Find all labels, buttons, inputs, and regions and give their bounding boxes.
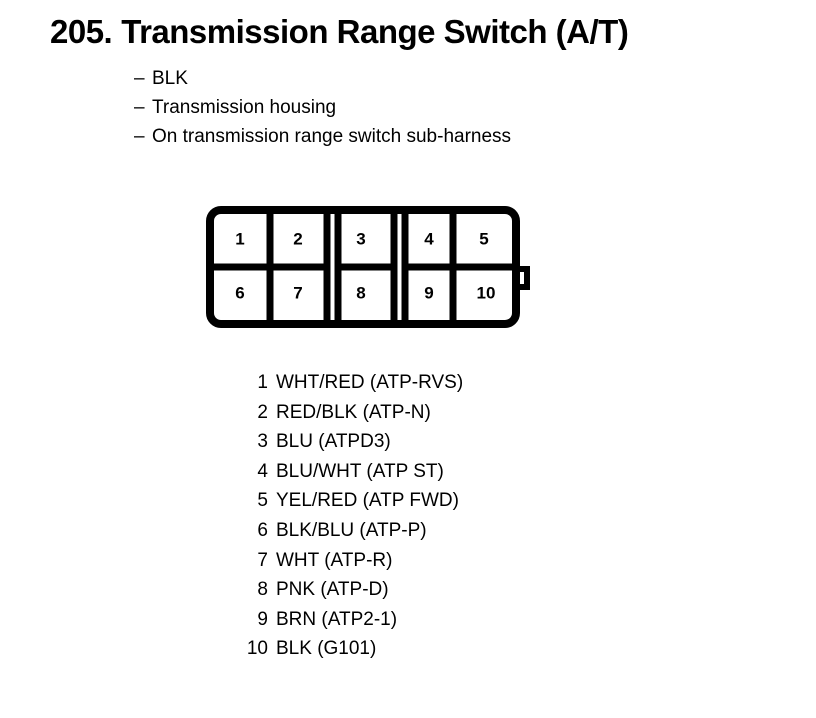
- note-item-label: Transmission housing: [152, 97, 337, 118]
- pin-legend-row: 1 WHT/RED (ATP-RVS): [196, 368, 463, 398]
- note-item: – BLK: [134, 64, 511, 93]
- connector-cell-9: 9: [424, 283, 433, 302]
- connector-cell-3: 3: [356, 229, 365, 248]
- dash-bullet-icon: –: [134, 126, 145, 147]
- pin-number: 10: [246, 638, 268, 660]
- connector-face-view-svg: 1 2 3 4 5 6 7 8 9 10: [206, 206, 530, 328]
- connector-cell-10: 10: [477, 283, 496, 302]
- pin-number: 7: [257, 549, 268, 571]
- connector-cell-1: 1: [235, 229, 244, 248]
- pin-legend-row: 3 BLU (ATPD3): [196, 427, 463, 457]
- connector-diagram: 1 2 3 4 5 6 7 8 9 10: [205, 205, 535, 330]
- dash-bullet-icon: –: [134, 97, 145, 118]
- pin-wire-label: BLK/BLU (ATP-P): [276, 519, 427, 541]
- pin-wire-label: RED/BLK (ATP-N): [276, 401, 431, 423]
- connector-cell-4: 4: [424, 229, 434, 248]
- pin-number: 9: [257, 608, 268, 630]
- page-title: 205.Transmission Range Switch (A/T): [50, 12, 629, 52]
- pin-legend-row: 6 BLK/BLU (ATP-P): [196, 516, 463, 546]
- pin-number: 5: [257, 490, 268, 512]
- pin-wire-label: BLU (ATPD3): [276, 431, 391, 453]
- pin-wire-label: BLU/WHT (ATP ST): [276, 460, 444, 482]
- pin-number: 6: [257, 519, 268, 541]
- note-item-label: BLK: [152, 68, 188, 89]
- pin-number: 8: [257, 579, 268, 601]
- page-title-text: Transmission Range Switch (A/T): [121, 13, 629, 50]
- note-item: – Transmission housing: [134, 93, 511, 122]
- note-item-label: On transmission range switch sub-harness: [152, 126, 512, 147]
- dash-bullet-icon: –: [134, 68, 145, 89]
- pin-wire-label: YEL/RED (ATP FWD): [276, 490, 459, 512]
- pin-wire-label: PNK (ATP-D): [276, 579, 389, 601]
- pin-number: 1: [257, 372, 268, 393]
- note-item: – On transmission range switch sub-harne…: [134, 122, 511, 151]
- pin-legend-row: 10 BLK (G101): [196, 634, 463, 664]
- pin-legend-row: 5 YEL/RED (ATP FWD): [196, 486, 463, 516]
- pin-legend-row: 2 RED/BLK (ATP-N): [196, 398, 463, 428]
- connector-cell-5: 5: [479, 229, 488, 248]
- pin-legend: 1 WHT/RED (ATP-RVS) 2 RED/BLK (ATP-N) 3 …: [196, 368, 463, 664]
- pin-number: 4: [257, 460, 268, 482]
- connector-cell-2: 2: [293, 229, 302, 248]
- pin-number: 2: [257, 401, 268, 423]
- pin-wire-label: WHT/RED (ATP-RVS): [276, 372, 464, 393]
- pin-legend-row: 4 BLU/WHT (ATP ST): [196, 457, 463, 487]
- pin-wire-label: WHT (ATP-R): [276, 549, 393, 571]
- pin-legend-row: 9 BRN (ATP2-1): [196, 605, 463, 635]
- pin-wire-label: BLK (G101): [276, 638, 377, 660]
- pin-legend-row: 8 PNK (ATP-D): [196, 575, 463, 605]
- pin-number: 3: [257, 431, 268, 453]
- pin-wire-label: BRN (ATP2-1): [276, 608, 398, 630]
- page-title-number: 205.: [50, 13, 113, 50]
- note-list: – BLK – Transmission housing – On transm…: [134, 64, 511, 151]
- connector-cell-6: 6: [235, 283, 244, 302]
- connector-cell-8: 8: [356, 283, 365, 302]
- pin-legend-row: 7 WHT (ATP-R): [196, 546, 463, 576]
- connector-cell-7: 7: [293, 283, 302, 302]
